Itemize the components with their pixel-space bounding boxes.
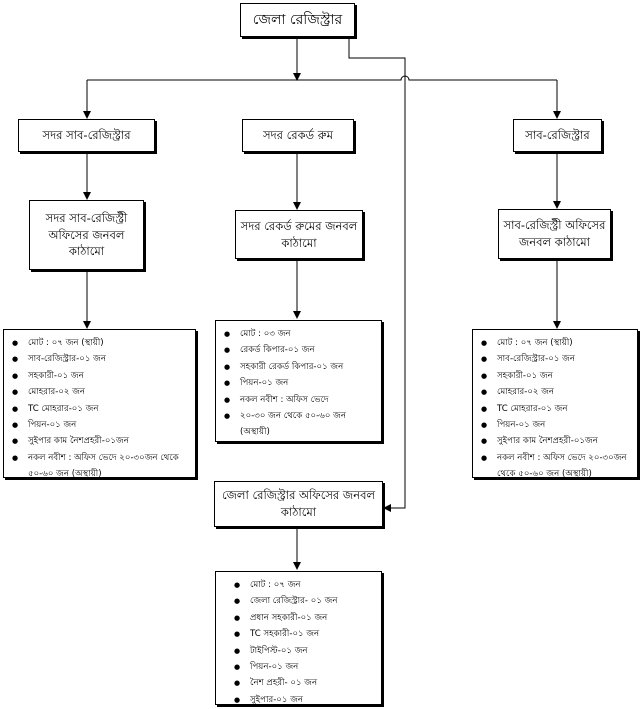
list-item: সহকারী-০১ জন [8, 368, 191, 385]
list-item: সাব-রেজিস্ট্রার-০১ জন [477, 351, 633, 368]
list-item: পিয়ন-০১ জন [230, 659, 377, 676]
list-item: নকল নবীশ : অফিস ভেদে [220, 392, 377, 409]
list-item: TC মোহরার-০১ জন [477, 401, 633, 418]
list-item: সাব-রেজিস্ট্রার-০১ জন [8, 351, 191, 368]
list-item: নকল নবীশ : অফিস ভেদে ২০-৩০জন থেকে ৫০-৬০ … [477, 450, 633, 483]
sadar-sub-registrar-box: সদর সাব-রেজিস্ট্রার [18, 119, 155, 152]
sadar-record-room-label: সদর রেকর্ড রুম [263, 128, 333, 143]
list-item: মোট : ০৭ জন [230, 577, 377, 594]
sadar-record-room-box: সদর রেকর্ড রুম [242, 119, 354, 152]
district-registrar-label: জেলা রেজিস্ট্রার [252, 11, 343, 28]
list-item: পিয়ন-০১ জন [477, 417, 633, 434]
structure-left-line3: কাঠামো [68, 244, 105, 259]
district-registrar-box: জেলা রেজিস্ট্রার [240, 3, 355, 37]
list-item: মোট : ০৩ জন [220, 326, 377, 343]
district-registrar-structure-box: জেলা রেজিস্ট্রার অফিসের জনবল কাঠামো [214, 481, 383, 527]
structure-right-line2: জনবল কাঠামো [519, 235, 590, 249]
sadar-record-room-structure-box: সদর রেকর্ড রুমের জনবল কাঠামো [235, 210, 363, 259]
structure-bottom-line1: জেলা রেজিস্ট্রার অফিসের জনবল [221, 488, 376, 503]
list-item: সহকারী রেকর্ড কিপার-০১ জন [220, 359, 377, 376]
structure-middle-line2: কাঠামো [281, 235, 317, 250]
list-item: পিয়ন-০১ জন [220, 375, 377, 392]
sadar-sub-registry-structure-box: সদর সাব-রেজিস্ট্রী অফিসের জনবল কাঠামো [29, 200, 144, 270]
list-item: নৈশ প্রহরী- ০১ জন [230, 675, 377, 692]
sub-registry-staff-list: মোট : ০৭ জন (স্থায়ী) সাব-রেজিস্ট্রার-০১… [472, 329, 638, 479]
list-item: মোহরার-০২ জন [477, 384, 633, 401]
list-item: পিয়ন-০১ জন [8, 417, 191, 434]
structure-middle-line1: সদর রেকর্ড রুমের জনবল [240, 218, 358, 233]
connector-to-bottom-structure [348, 37, 406, 512]
district-registrar-staff-list: মোট : ০৭ জন জেলা রেজিস্ট্রার- ০১ জন প্রধ… [215, 571, 382, 709]
sub-registrar-box: সাব-রেজিস্ট্রার [513, 119, 602, 152]
list-item: সুইপার কাম নৈশপ্রহরী-০১জন [477, 433, 633, 450]
list-item: রেকর্ড কিপার-০১ জন [220, 342, 377, 359]
list-item: জেলা রেজিস্ট্রার- ০১ জন [230, 593, 377, 610]
sadar-sub-registrar-label: সদর সাব-রেজিস্ট্রার [42, 128, 131, 143]
list-item: নকল নবীশ : অফিস ভেদে ২০-৩০জন থেকে ৫০-৬০ … [8, 450, 191, 483]
sadar-record-room-staff-list: মোট : ০৩ জন রেকর্ড কিপার-০১ জন সহকারী রে… [215, 320, 382, 442]
list-item: টাইপিস্ট-০১ জন [230, 643, 377, 660]
list-item: ২০-৩০ জন থেকে ৫০-৬০ জন (অস্থায়ী) [220, 408, 377, 441]
list-item: মোহরার-০২ জন [8, 384, 191, 401]
sub-registrar-label: সাব-রেজিস্ট্রার [525, 128, 590, 143]
list-item: প্রধান সহকারী-০১ জন [230, 610, 377, 627]
list-item: সুইপার-০১ জন [230, 692, 377, 709]
list-item: সহকারী-০১ জন [477, 368, 633, 385]
structure-bottom-line2: কাঠামো [280, 505, 317, 519]
list-item: TC মোহরার-০১ জন [8, 401, 191, 418]
connector-bar [87, 75, 557, 81]
sub-registry-structure-box: সাব-রেজিস্ট্রী অফিসের জনবল কাঠামো [498, 209, 611, 259]
list-item: সুইপার কাম নৈশপ্রহরী-০১জন [8, 433, 191, 450]
list-item: মোট : ০৭ জন (স্থায়ী) [8, 335, 191, 352]
structure-right-line1: সাব-রেজিস্ট্রী অফিসের [503, 218, 606, 233]
structure-left-line2: অফিসের জনবল [48, 227, 125, 242]
structure-left-line1: সদর সাব-রেজিস্ট্রী [45, 210, 128, 225]
list-item: TC সহকারী-০১ জন [230, 626, 377, 643]
sadar-sub-registry-staff-list: মোট : ০৭ জন (স্থায়ী) সাব-রেজিস্ট্রার-০১… [3, 329, 196, 479]
list-item: মোট : ০৭ জন (স্থায়ী) [477, 335, 633, 352]
